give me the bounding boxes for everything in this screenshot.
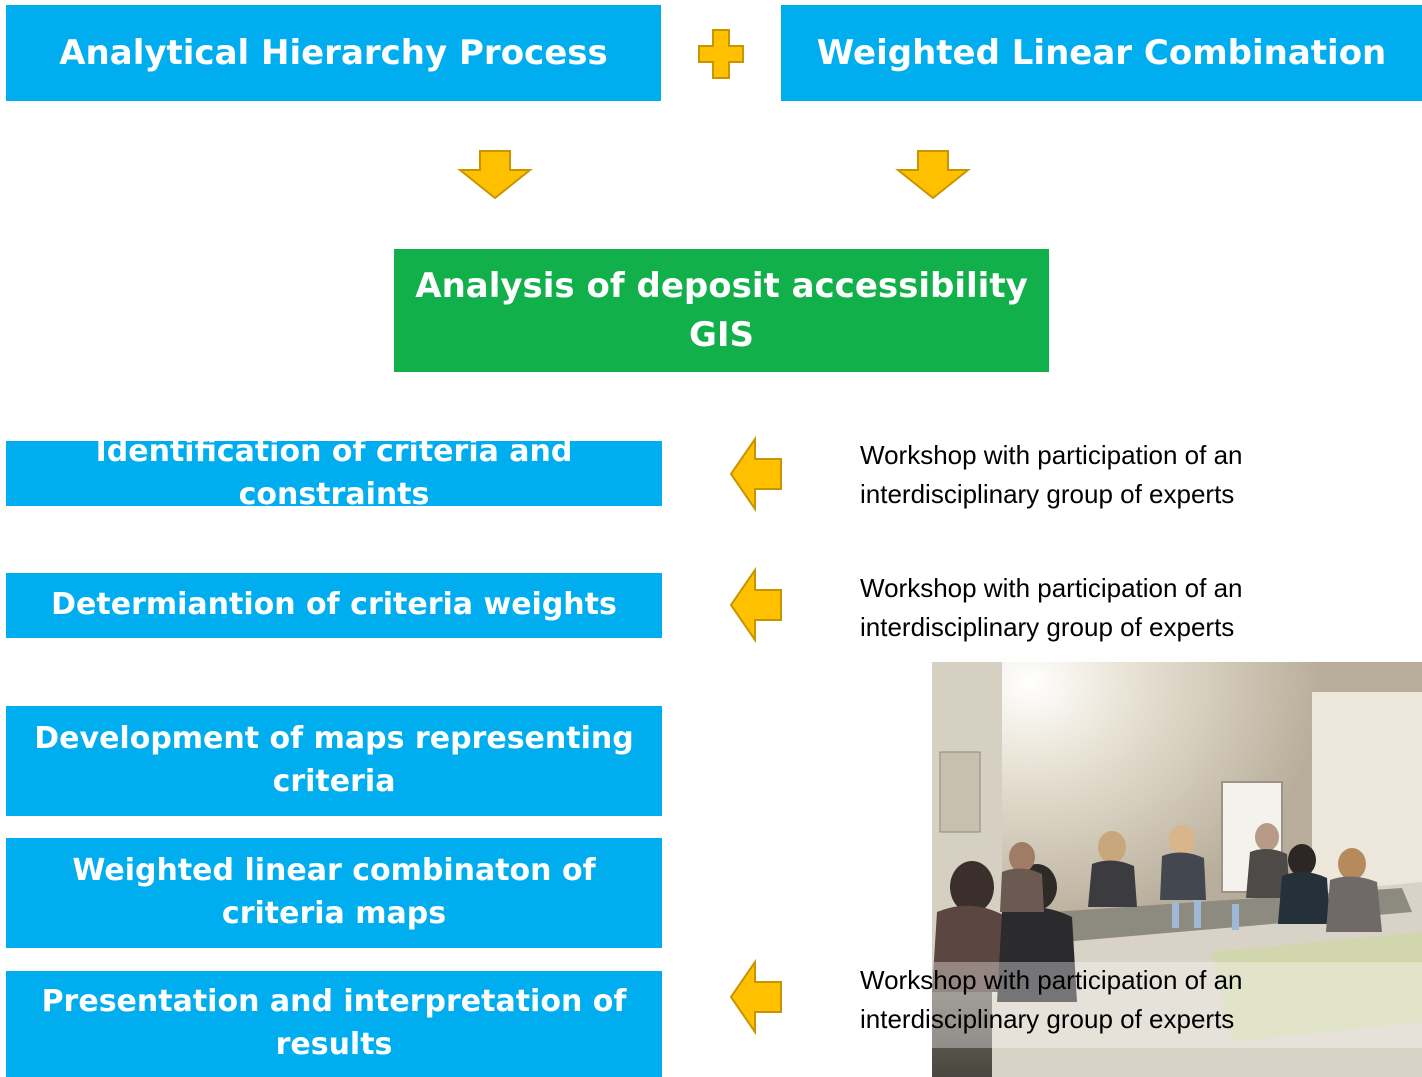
step-box: Weighted linear combinaton of criteria m… [6, 838, 662, 948]
step-label: Identification of criteria and constrain… [95, 433, 573, 512]
step-box: Identification of criteria and constrain… [6, 434, 662, 512]
arrow-down-icon [457, 150, 533, 200]
step-box: Presentation and interpretation of resul… [6, 971, 662, 1077]
step-label: Determiantion of criteria weights [51, 587, 617, 623]
workshop-note: Workshop with participation of an interd… [860, 965, 1243, 1034]
wlc-box: Weighted Linear Combination [781, 5, 1422, 101]
wlc-label: Weighted Linear Combination [816, 32, 1387, 73]
analysis-subtitle: GIS [688, 314, 755, 355]
workshop-note: Workshop with participation of an interd… [860, 440, 1243, 509]
arrow-down-icon [895, 150, 971, 200]
step-label: Presentation and interpretation of resul… [41, 984, 627, 1062]
arrow-left-icon [729, 958, 782, 1036]
arrow-left-icon [729, 566, 782, 644]
analysis-box: Analysis of deposit accessibility GIS [394, 249, 1049, 372]
analysis-title: Analysis of deposit accessibility [415, 266, 1028, 307]
plus-icon [698, 29, 744, 79]
ahp-box: Analytical Hierarchy Process [6, 5, 661, 101]
step-box: Development of maps representing criteri… [6, 706, 662, 816]
workshop-photo [932, 662, 1422, 1077]
step-label: Development of maps representing criteri… [34, 721, 634, 799]
workshop-note: Workshop with participation of an interd… [860, 573, 1243, 642]
step-box: Determiantion of criteria weights [6, 573, 662, 638]
arrow-left-icon [729, 435, 782, 513]
ahp-label: Analytical Hierarchy Process [59, 32, 608, 73]
step-label: Weighted linear combinaton of criteria m… [72, 853, 596, 931]
